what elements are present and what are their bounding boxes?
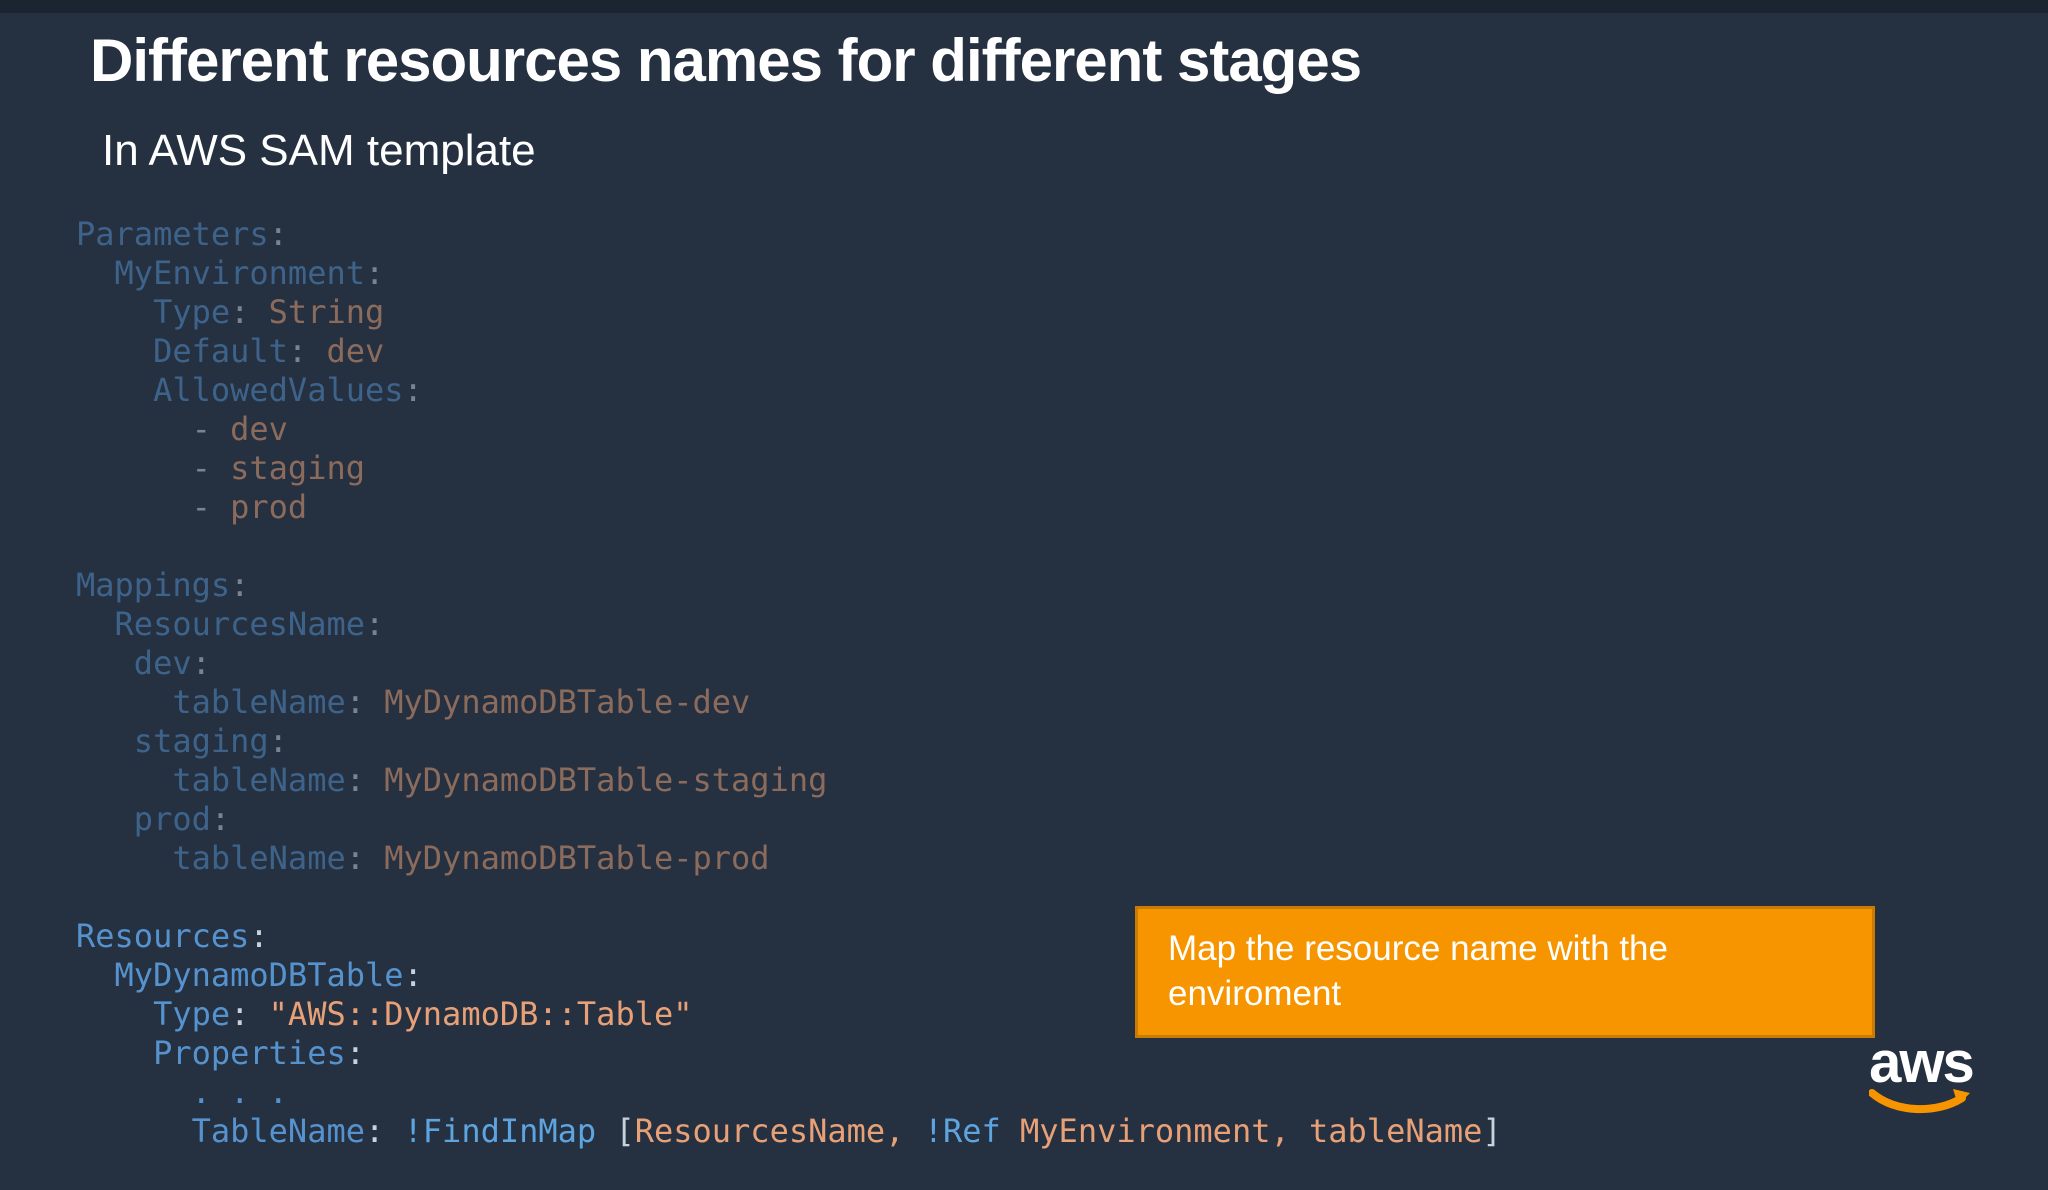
code-token-value: dev bbox=[210, 410, 288, 448]
code-token-key: Mappings bbox=[76, 566, 231, 604]
code-token-punct: : bbox=[230, 566, 250, 604]
code-token-key: MyEnvironment bbox=[76, 254, 365, 292]
code-line: Resources: bbox=[76, 917, 1502, 956]
code-token-punct: - bbox=[76, 410, 211, 448]
code-token-punct: : bbox=[403, 956, 423, 994]
code-token-punct: : bbox=[364, 254, 385, 292]
code-token-punct: : bbox=[230, 995, 250, 1033]
code-token-punct: : bbox=[345, 761, 365, 799]
code-line: TableName: !FindInMap [ResourcesName, !R… bbox=[76, 1112, 1502, 1151]
code-token-value: MyDynamoDBTable-dev bbox=[364, 683, 751, 721]
code-token-key: TableName bbox=[76, 1112, 365, 1150]
code-token-key: Resources bbox=[76, 917, 250, 955]
code-token-punct: : bbox=[345, 683, 365, 721]
code-token-tag: !Ref bbox=[904, 1112, 1001, 1150]
amazon-smile-arrow-icon bbox=[1869, 1089, 1970, 1114]
code-token-punct: - bbox=[76, 449, 211, 487]
code-line: prod: bbox=[76, 800, 1502, 839]
callout-text-line-2: enviroment bbox=[1168, 974, 1342, 1013]
code-line: Type: String bbox=[76, 293, 1502, 332]
code-token-value: MyDynamoDBTable-staging bbox=[364, 761, 828, 799]
code-line: MyEnvironment: bbox=[76, 254, 1502, 293]
code-token-key: Default bbox=[76, 332, 288, 370]
code-token-key: Parameters bbox=[76, 215, 269, 253]
code-token-key: staging bbox=[76, 722, 269, 760]
code-token-value: prod bbox=[210, 488, 308, 526]
code-block-mappings: Mappings: ResourcesName: dev: tableName:… bbox=[76, 566, 1502, 878]
code-token-value: staging bbox=[210, 449, 365, 487]
code-token-punct: : bbox=[364, 605, 385, 643]
code-token-value: ResourcesName, bbox=[634, 1112, 905, 1150]
code-token-punct: : bbox=[210, 800, 231, 838]
slide-title: Different resources names for different … bbox=[90, 27, 1362, 94]
code-token-punct: - bbox=[76, 488, 211, 526]
aws-logo: aws bbox=[1866, 1030, 1976, 1118]
top-edge-strip bbox=[0, 0, 2048, 13]
code-line: Properties: bbox=[76, 1034, 1502, 1073]
code-token-key: MyDynamoDBTable bbox=[76, 956, 404, 994]
code-token-value: MyEnvironment, tableName bbox=[1000, 1112, 1483, 1150]
code-block-parameters: Parameters: MyEnvironment: Type: String … bbox=[76, 215, 1502, 527]
code-line: Default: dev bbox=[76, 332, 1502, 371]
code-line: . . . bbox=[76, 1073, 1502, 1112]
code-token-key: Properties bbox=[76, 1034, 346, 1072]
code-line: - dev bbox=[76, 410, 1502, 449]
code-token-key: prod bbox=[76, 800, 211, 838]
code-line: tableName: MyDynamoDBTable-staging bbox=[76, 761, 1502, 800]
code-line: - prod bbox=[76, 488, 1502, 527]
code-token-key: tableName bbox=[76, 761, 346, 799]
code-token-punct: : bbox=[230, 293, 250, 331]
code-line: Mappings: bbox=[76, 566, 1502, 605]
code-token-value: "AWS::DynamoDB::Table" bbox=[249, 995, 693, 1033]
code-line: AllowedValues: bbox=[76, 371, 1502, 410]
code-token-key: . . . bbox=[76, 1073, 288, 1111]
code-area: Parameters: MyEnvironment: Type: String … bbox=[76, 215, 1502, 1190]
code-line: dev: bbox=[76, 644, 1502, 683]
code-line: staging: bbox=[76, 722, 1502, 761]
code-line: - staging bbox=[76, 449, 1502, 488]
callout-text-line-1: Map the resource name with the bbox=[1168, 929, 1668, 968]
code-token-key: ResourcesName bbox=[76, 605, 365, 643]
code-token-key: Type bbox=[76, 995, 231, 1033]
code-token-punct: : bbox=[403, 371, 423, 409]
code-token-punct: ] bbox=[1482, 1112, 1502, 1150]
code-line: Type: "AWS::DynamoDB::Table" bbox=[76, 995, 1502, 1034]
code-line: Parameters: bbox=[76, 215, 1502, 254]
code-token-value: MyDynamoDBTable-prod bbox=[364, 839, 770, 877]
code-line: ResourcesName: bbox=[76, 605, 1502, 644]
code-block-resources: Resources: MyDynamoDBTable: Type: "AWS::… bbox=[76, 917, 1502, 1151]
callout-box: Map the resource name with the enviromen… bbox=[1135, 906, 1875, 1038]
code-token-value: String bbox=[249, 293, 385, 331]
code-token-punct: : bbox=[345, 839, 365, 877]
code-token-value: dev bbox=[307, 332, 385, 370]
code-line: tableName: MyDynamoDBTable-dev bbox=[76, 683, 1502, 722]
code-token-key: AllowedValues bbox=[76, 371, 404, 409]
code-token-punct: : bbox=[268, 722, 288, 760]
code-token-punct: : bbox=[191, 644, 211, 682]
code-token-key: Type bbox=[76, 293, 231, 331]
code-token-punct: : bbox=[249, 917, 269, 955]
code-token-key: tableName bbox=[76, 683, 346, 721]
code-token-punct: : bbox=[345, 1034, 365, 1072]
aws-logo-text: aws bbox=[1869, 1030, 1975, 1095]
code-token-punct: : bbox=[268, 215, 288, 253]
code-token-punct: [ bbox=[596, 1112, 635, 1150]
slide-subtitle: In AWS SAM template bbox=[102, 126, 536, 175]
code-token-key: tableName bbox=[76, 839, 346, 877]
code-token-punct: : bbox=[364, 1112, 385, 1150]
code-token-tag: !FindInMap bbox=[384, 1112, 597, 1150]
code-token-punct: : bbox=[287, 332, 308, 370]
code-line: tableName: MyDynamoDBTable-prod bbox=[76, 839, 1502, 878]
code-line: MyDynamoDBTable: bbox=[76, 956, 1502, 995]
code-token-key: dev bbox=[76, 644, 192, 682]
